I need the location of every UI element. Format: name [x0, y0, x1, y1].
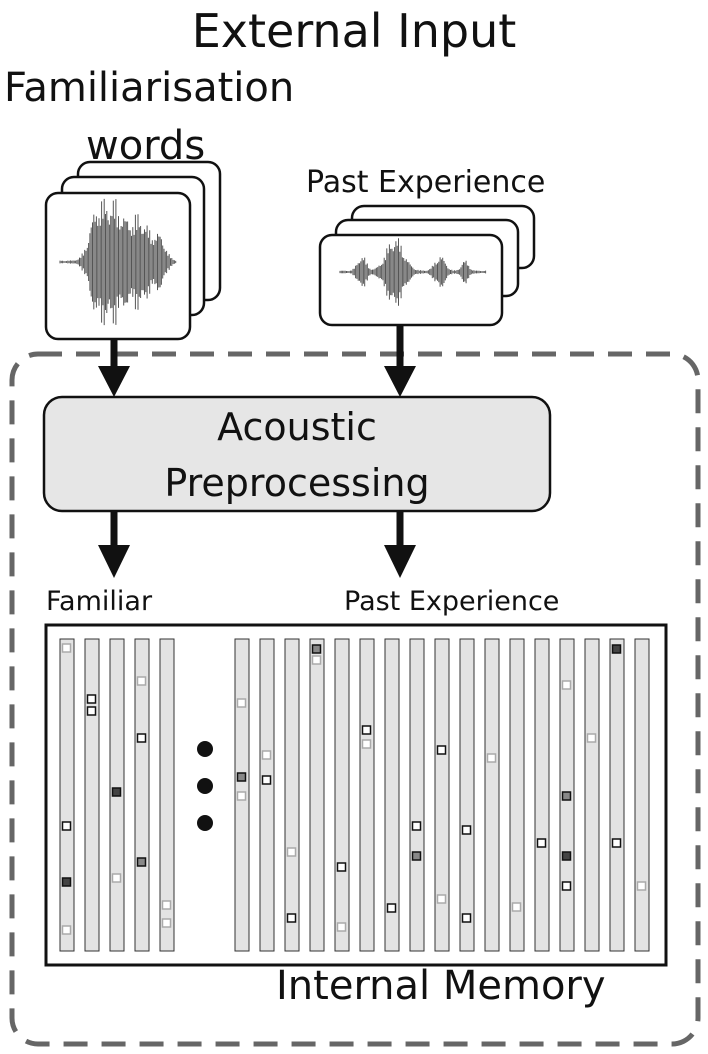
familiarisation-card-stack — [44, 160, 222, 341]
memory-marker — [561, 881, 572, 891]
acoustic-preprocessing-box — [42, 395, 552, 513]
memory-marker — [311, 644, 322, 654]
memory-marker — [586, 733, 597, 743]
memory-marker — [561, 791, 572, 801]
memory-marker — [286, 913, 297, 923]
ellipsis-dot — [197, 778, 213, 794]
memory-marker — [611, 838, 622, 848]
memory-marker — [436, 745, 447, 755]
memory-marker — [361, 739, 372, 749]
memory-column — [309, 638, 325, 952]
memory-marker — [236, 698, 247, 708]
memory-column — [284, 638, 300, 952]
memory-marker — [611, 644, 622, 654]
memory-marker — [61, 877, 72, 887]
memory-marker — [336, 922, 347, 932]
memory-column — [434, 638, 450, 952]
waveform-icon — [59, 198, 177, 326]
ellipsis-dot — [197, 815, 213, 831]
memory-marker — [486, 753, 497, 763]
memory-marker — [561, 851, 572, 861]
past-experience-title: Past Experience — [306, 165, 546, 200]
past-experience-memory-label: Past Experience — [344, 586, 560, 617]
memory-marker — [336, 862, 347, 872]
memory-marker — [161, 918, 172, 928]
arrow-familiar-out — [98, 511, 130, 578]
familiarisation-words-title-line1: Familiarisation — [4, 65, 295, 111]
internal-boundary — [9, 351, 701, 1047]
memory-marker — [111, 787, 122, 797]
preprocessing-label-line2: Preprocessing — [164, 461, 430, 505]
waveform-card-front — [318, 233, 504, 327]
past-experience-card-stack — [318, 204, 536, 327]
memory-marker — [136, 733, 147, 743]
familiar-label: Familiar — [46, 586, 153, 617]
memory-column — [259, 638, 275, 952]
memory-marker — [636, 881, 647, 891]
memory-column — [59, 638, 75, 952]
memory-marker — [61, 643, 72, 653]
memory-marker — [111, 873, 122, 883]
memory-marker — [411, 821, 422, 831]
memory-marker — [561, 680, 572, 690]
familiarisation-words-title-line2: words — [86, 123, 206, 169]
memory-marker — [536, 838, 547, 848]
memory-marker — [311, 655, 322, 665]
memory-column — [534, 638, 550, 952]
memory-column — [359, 638, 375, 952]
memory-column — [509, 638, 525, 952]
memory-column — [159, 638, 175, 952]
memory-marker — [61, 821, 72, 831]
memory-marker — [136, 857, 147, 867]
memory-marker — [386, 903, 397, 913]
memory-marker — [511, 902, 522, 912]
internal-memory-label: Internal Memory — [276, 963, 606, 1009]
memory-marker — [461, 825, 472, 835]
memory-marker — [236, 791, 247, 801]
memory-column — [634, 638, 650, 952]
memory-marker — [86, 706, 97, 716]
memory-column — [609, 638, 625, 952]
memory-columns — [59, 638, 650, 952]
arrow-familiar-in — [98, 340, 130, 397]
memory-marker — [236, 772, 247, 782]
memory-marker — [136, 676, 147, 686]
memory-column — [409, 638, 425, 952]
diagram-title: External Input — [191, 4, 517, 58]
memory-column — [134, 638, 150, 952]
arrow-past-in — [384, 326, 416, 397]
memory-marker — [61, 925, 72, 935]
memory-column — [484, 638, 500, 952]
waveform-icon — [339, 238, 487, 306]
memory-column — [584, 638, 600, 952]
memory-marker — [286, 847, 297, 857]
memory-column — [459, 638, 475, 952]
memory-marker — [436, 894, 447, 904]
memory-marker — [261, 775, 272, 785]
memory-marker — [361, 725, 372, 735]
memory-marker — [411, 851, 422, 861]
arrow-past-out — [384, 511, 416, 578]
memory-marker — [461, 913, 472, 923]
memory-marker — [261, 750, 272, 760]
ellipsis-dot — [197, 741, 213, 757]
memory-column — [334, 638, 350, 952]
memory-column — [384, 638, 400, 952]
memory-marker — [86, 694, 97, 704]
memory-marker — [161, 900, 172, 910]
preprocessing-label-line1: Acoustic — [217, 405, 377, 449]
memory-column — [84, 638, 100, 952]
